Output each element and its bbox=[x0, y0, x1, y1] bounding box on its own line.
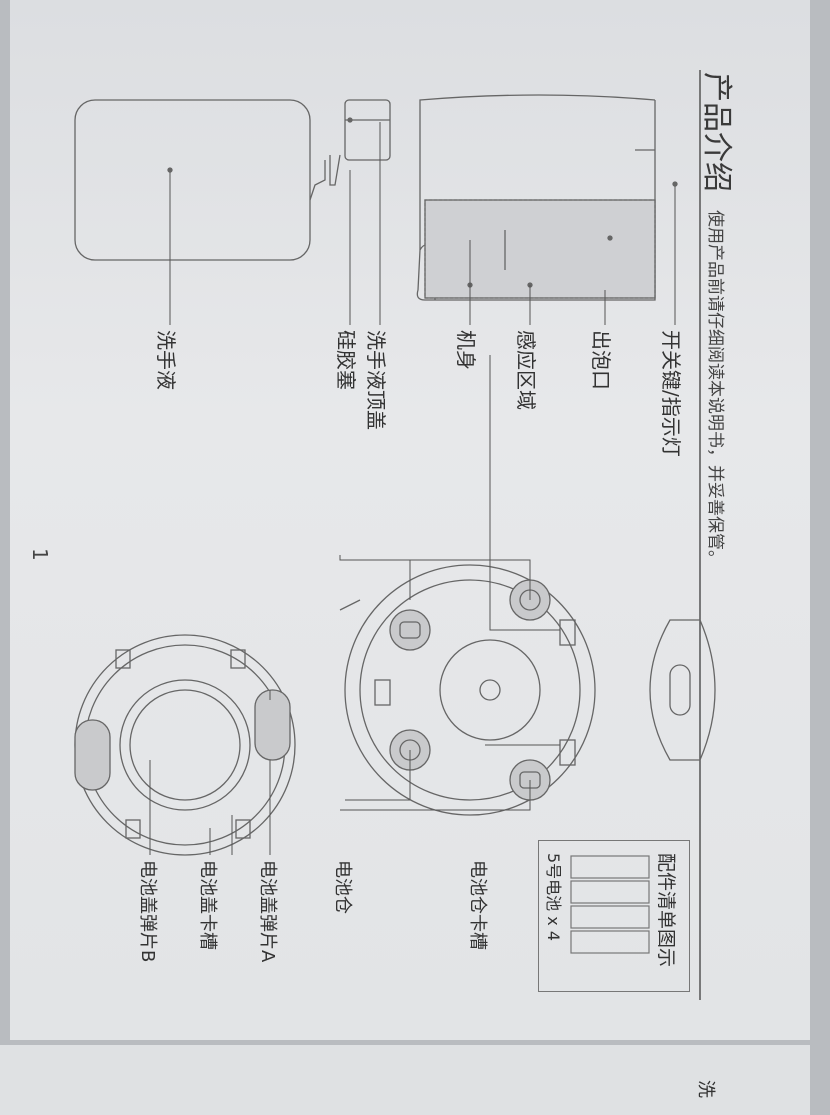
label-battery-slot: 电池仓卡槽 bbox=[467, 860, 488, 950]
label-body: 机身 bbox=[454, 330, 478, 370]
battery-cover-drawing bbox=[74, 634, 296, 856]
battery-compartment-drawing bbox=[339, 564, 716, 816]
label-soap: 洗手液 bbox=[154, 330, 178, 390]
label-switch: 开关键/指示灯 bbox=[659, 330, 683, 457]
accessory-item: 5号电池 x 4 bbox=[544, 853, 563, 942]
label-top-cap: 洗手液顶盖 bbox=[364, 330, 388, 430]
dispenser-body-drawing bbox=[416, 94, 678, 301]
label-sensor: 感应区域 bbox=[514, 330, 538, 410]
accessory-list-box: 配件清单图示 5号电池 x 4 bbox=[538, 840, 690, 992]
label-outlet: 出泡口 bbox=[589, 330, 613, 390]
label-spring-a: 电池盖弹片A bbox=[257, 860, 278, 963]
label-battery-compartment: 电池仓 bbox=[332, 860, 353, 914]
battery-icons bbox=[570, 855, 650, 954]
label-cover-slot: 电池盖卡槽 bbox=[197, 860, 218, 950]
label-spring-b: 电池盖弹片B bbox=[137, 860, 158, 963]
page-number: 1 bbox=[28, 548, 52, 561]
label-plug: 硅胶塞 bbox=[334, 330, 358, 390]
soap-bottle-drawing bbox=[74, 99, 391, 261]
